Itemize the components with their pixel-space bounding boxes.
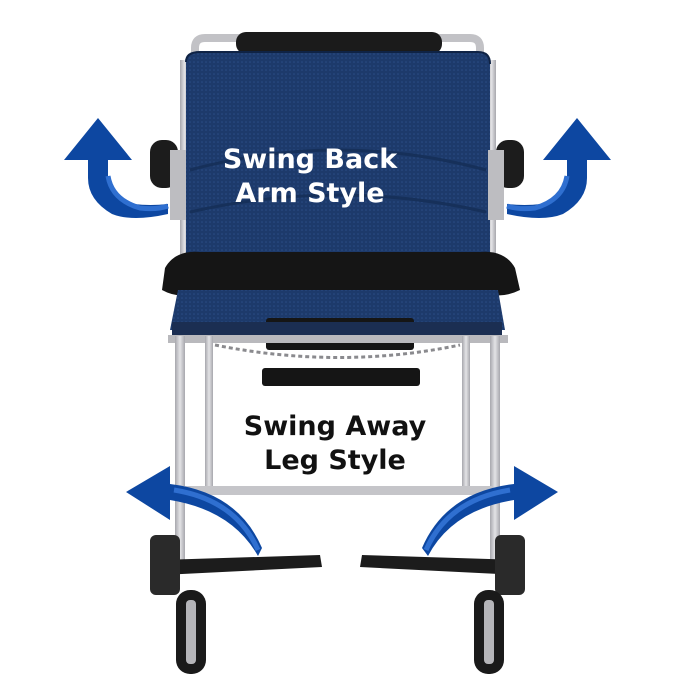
caster-wheel-left: [176, 590, 206, 674]
swing-away-leg-label: Swing Away Leg Style: [220, 410, 450, 478]
swing-away-line-1: Swing Away: [243, 411, 427, 442]
caster-wheel-right: [474, 590, 504, 674]
curved-arrow-icon: [422, 466, 558, 556]
push-handle: [191, 32, 484, 55]
swing-away-line-2: Leg Style: [264, 444, 406, 476]
footrest-left: [150, 535, 322, 595]
armrest-left: [150, 140, 186, 220]
seat-strap: [162, 251, 520, 296]
swing-back-line-2: Arm Style: [235, 177, 385, 209]
backrest-cushion: [185, 51, 491, 275]
curved-arrow-icon: [506, 118, 611, 218]
curved-arrow-icon: [126, 466, 262, 556]
armrest-right: [488, 140, 524, 220]
curved-arrow-icon: [64, 118, 169, 218]
seat-frame: [168, 335, 508, 566]
swing-back-line-1: Swing Back: [222, 144, 398, 175]
footrest-right: [360, 535, 525, 595]
swing-back-arm-label: Swing Back Arm Style: [195, 143, 425, 211]
